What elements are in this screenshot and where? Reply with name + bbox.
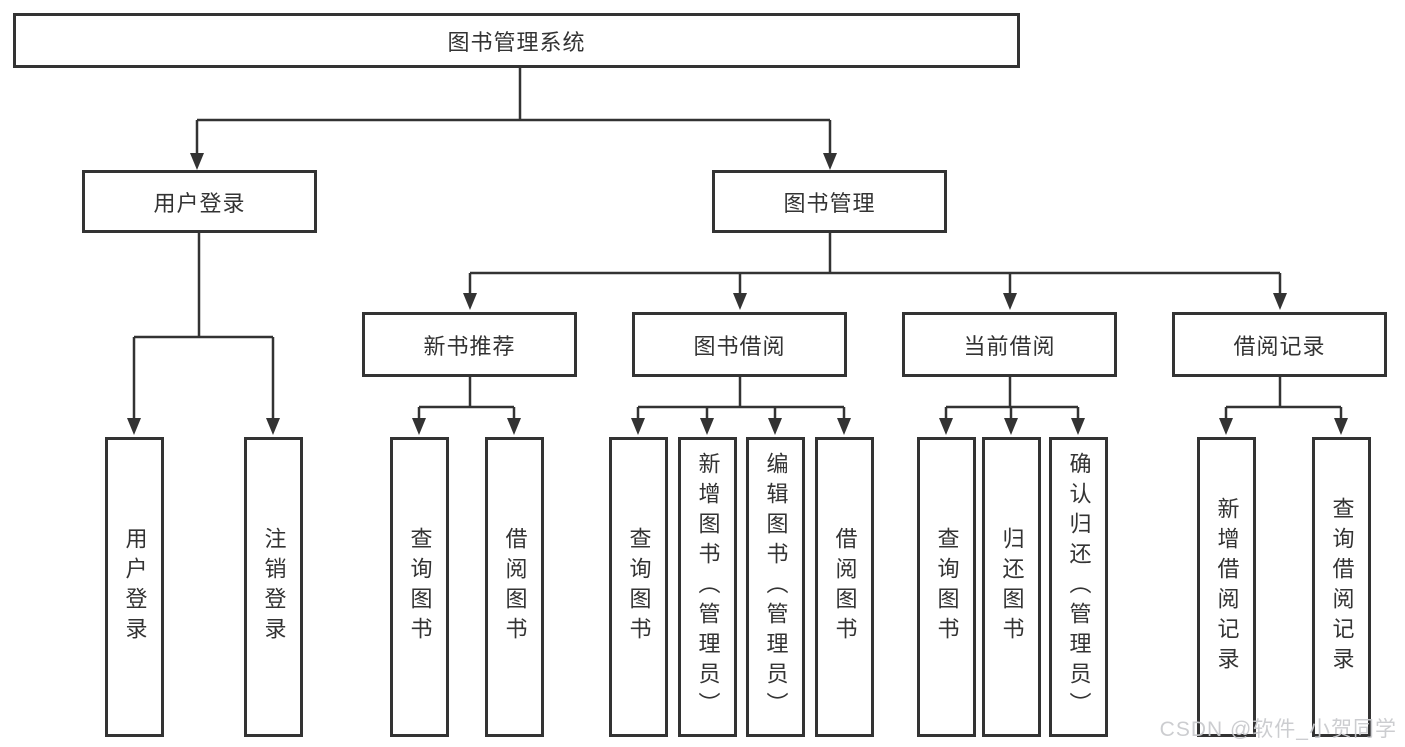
leaf-query-borrow-record: 查询借阅记录	[1312, 437, 1371, 737]
leaf-label: 借阅图书	[502, 527, 528, 647]
leaf-borrow-books: 借阅图书	[815, 437, 874, 737]
leaf-edit-books-admin: 编辑图书（管理员）	[746, 437, 805, 737]
node-library-management-system: 图书管理系统	[13, 13, 1020, 68]
node-new-book-recommendation: 新书推荐	[362, 312, 577, 377]
leaf-label: 新增借阅记录	[1214, 497, 1240, 677]
leaf-label: 确认归还（管理员）	[1066, 452, 1092, 722]
leaf-label: 新增图书（管理员）	[695, 452, 721, 722]
leaf-confirm-return-admin: 确认归还（管理员）	[1049, 437, 1108, 737]
node-book-management: 图书管理	[712, 170, 947, 233]
leaf-query-books-recommend: 查询图书	[390, 437, 449, 737]
node-user-login: 用户登录	[82, 170, 317, 233]
node-book-borrowing: 图书借阅	[632, 312, 847, 377]
leaf-query-books-borrow: 查询图书	[609, 437, 668, 737]
node-label: 当前借阅	[963, 333, 1056, 359]
leaf-label: 查询图书	[407, 527, 433, 647]
leaf-label: 查询借阅记录	[1329, 497, 1355, 677]
leaf-add-books-admin: 新增图书（管理员）	[678, 437, 737, 737]
leaf-label: 查询图书	[934, 527, 960, 647]
leaf-label: 用户登录	[122, 527, 148, 647]
leaf-label: 编辑图书（管理员）	[763, 452, 789, 722]
leaf-add-borrow-record: 新增借阅记录	[1197, 437, 1256, 737]
leaf-label: 注销登录	[261, 527, 287, 647]
node-borrowing-records: 借阅记录	[1172, 312, 1387, 377]
leaf-label: 查询图书	[626, 527, 652, 647]
leaf-label: 归还图书	[999, 527, 1025, 647]
node-current-borrowing: 当前借阅	[902, 312, 1117, 377]
node-label: 图书管理	[783, 190, 876, 216]
csdn-watermark: CSDN @软件_小贺同学	[1159, 718, 1397, 741]
node-label: 用户登录	[153, 190, 246, 216]
leaf-borrow-books-recommend: 借阅图书	[485, 437, 544, 737]
leaf-query-books-current: 查询图书	[917, 437, 976, 737]
leaf-user-login: 用户登录	[105, 437, 164, 737]
leaf-label: 借阅图书	[832, 527, 858, 647]
node-label: 图书借阅	[693, 333, 786, 359]
node-label: 借阅记录	[1233, 333, 1326, 359]
leaf-logout: 注销登录	[244, 437, 303, 737]
node-label: 图书管理系统	[447, 29, 586, 55]
node-label: 新书推荐	[423, 333, 516, 359]
leaf-return-books: 归还图书	[982, 437, 1041, 737]
